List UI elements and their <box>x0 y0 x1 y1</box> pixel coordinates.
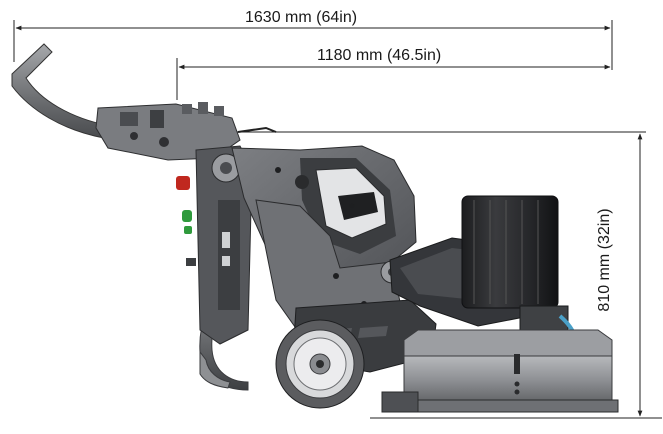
wheelbase-length-dimension <box>176 58 611 100</box>
grinder-machine <box>11 43 619 413</box>
grinding-head-icon <box>381 329 619 413</box>
start-button-icon <box>182 210 192 222</box>
height-dimension <box>232 131 662 419</box>
overall-length-dimension <box>13 20 613 70</box>
wheel-icon <box>275 319 365 409</box>
stop-button-icon <box>176 176 190 190</box>
overall-length-label: 1630 mm (64in) <box>242 9 361 27</box>
wheelbase-length-label: 1180 mm (46.5in) <box>314 47 445 65</box>
motor-icon <box>461 195 569 337</box>
height-label: 810 mm (32in) <box>596 205 614 315</box>
